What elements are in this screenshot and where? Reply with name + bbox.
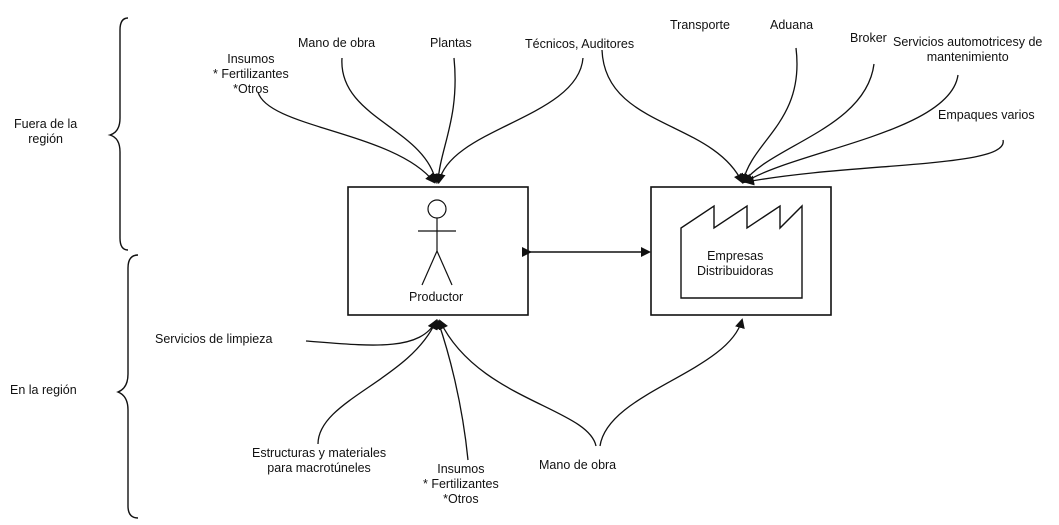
productor-box <box>347 186 529 316</box>
arrow-mano-obra-empresas <box>599 318 745 447</box>
label-plantas: Plantas <box>430 36 472 50</box>
brace-outside <box>107 17 129 251</box>
arrow-broker <box>742 63 875 184</box>
region-inside-label: En la región <box>10 383 77 397</box>
region-outside-label: Fuera de la región <box>14 117 78 146</box>
actor-icon <box>418 199 456 286</box>
label-insumos-bottom: Insumos * Fertilizantes *Otros <box>423 462 499 506</box>
arrow-mano-obra-bottom <box>438 319 597 447</box>
arrow-empaques <box>744 139 1004 186</box>
label-aduana: Aduana <box>770 18 814 32</box>
label-mano-obra-bottom: Mano de obra <box>539 458 617 472</box>
label-estructuras: Estructuras y materiales para macrotúnel… <box>252 446 387 475</box>
arrow-mano-obra-top <box>341 57 440 184</box>
label-transporte: Transporte <box>670 18 730 32</box>
arrow-aduana <box>739 47 798 184</box>
arrow-tecnicos <box>435 57 584 184</box>
label-servicios: Servicios automotricesy de mantenimiento <box>893 35 1043 64</box>
label-tecnicos: Técnicos, Auditores <box>525 37 635 51</box>
arrow-insumos-bottom <box>435 319 469 461</box>
label-broker: Broker <box>850 31 887 45</box>
arrow-transporte <box>601 49 744 184</box>
empresas-label: Empresas Distribuidoras <box>697 249 774 278</box>
label-insumos-top: Insumos * Fertilizantes *Otros <box>213 52 289 96</box>
brace-inside <box>116 254 139 519</box>
label-mano-obra-top: Mano de obra <box>298 36 376 50</box>
factory-icon <box>680 204 803 299</box>
label-limpieza: Servicios de limpieza <box>155 332 273 346</box>
arrow-insumos-top <box>257 91 436 184</box>
arrow-estructuras <box>317 319 438 445</box>
arrow-plantas <box>433 57 456 184</box>
productor-label: Productor <box>409 290 464 304</box>
label-empaques: Empaques varios <box>938 108 1035 122</box>
arrow-servicios <box>743 74 959 184</box>
arrow-limpieza <box>305 319 437 346</box>
